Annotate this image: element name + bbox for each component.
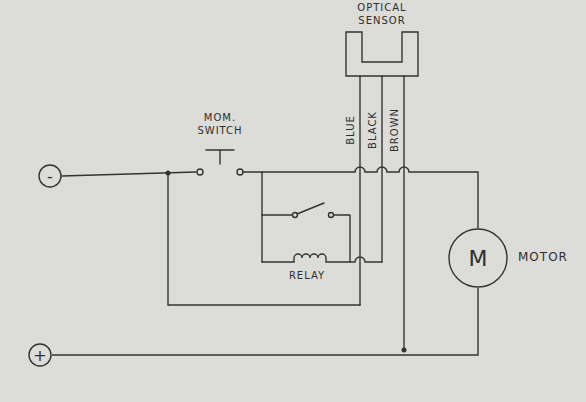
return-wire: [168, 173, 360, 305]
terminal-circle: -: [38, 164, 62, 188]
wire-color-label: BLACK: [367, 111, 380, 149]
node-text: M: [448, 228, 508, 288]
junction-dot: [166, 171, 170, 175]
optical-sensor-symbol: [346, 32, 418, 76]
relay-contact: [329, 213, 334, 218]
relay-contact: [293, 213, 298, 218]
node-text: +: [28, 343, 52, 367]
black-wire: [381, 76, 382, 262]
relay-wire: [261, 172, 262, 262]
junction-dot: [402, 348, 406, 352]
brown-wire: [403, 76, 404, 350]
wire-color-label: BLUE: [345, 115, 358, 145]
relay-switch-blade: [297, 203, 324, 214]
node-text: -: [38, 164, 62, 188]
switch-contact: [197, 169, 203, 175]
relay-wire: [262, 215, 350, 262]
supply-wire: [52, 288, 478, 355]
switch-contact: [237, 169, 243, 175]
node-heading: MOTOR: [518, 250, 568, 264]
motor-circle: MMOTOR: [448, 228, 508, 288]
pushbutton-symbol: [206, 150, 234, 164]
relay-label: RELAY: [282, 270, 332, 283]
terminal-circle: +: [28, 343, 52, 367]
switch-label: MOM. SWITCH: [190, 112, 250, 137]
relay-coil: [262, 254, 382, 262]
wire-color-label: BROWN: [389, 108, 402, 152]
sensor-label: OPTICAL SENSOR: [350, 2, 414, 27]
blue-wire: [359, 76, 360, 305]
supply-wire: [62, 172, 196, 176]
